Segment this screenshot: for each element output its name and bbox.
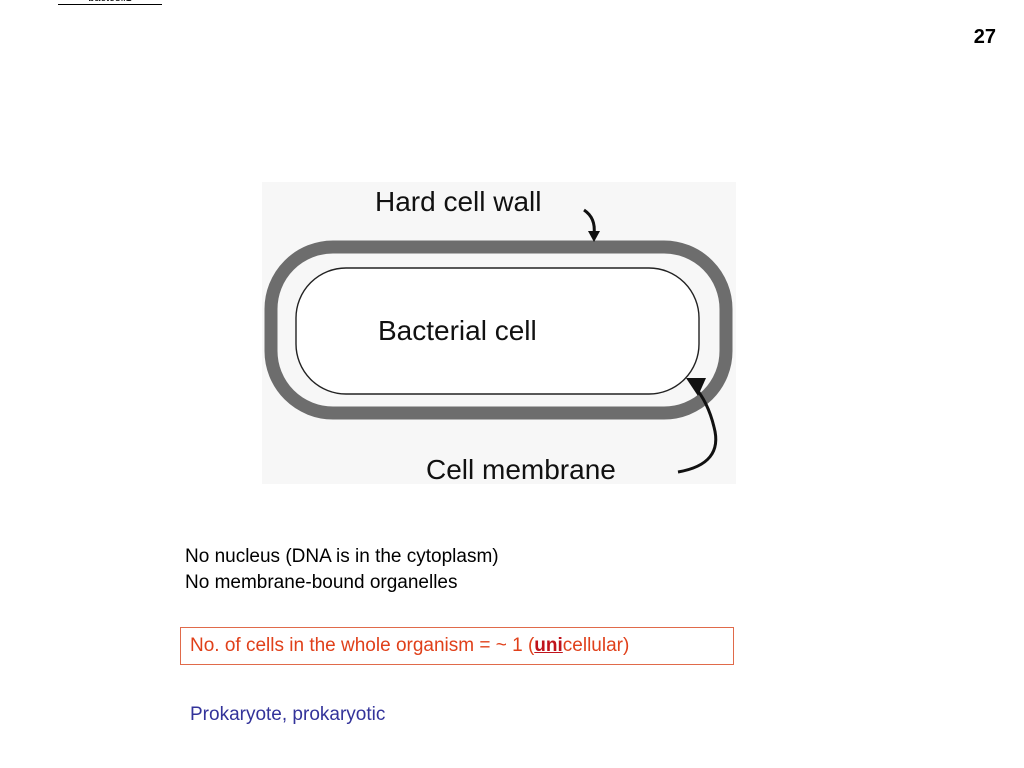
- wall-label: Hard cell wall: [375, 186, 542, 217]
- membrane-arrowhead: [686, 378, 706, 396]
- wall-arrow: [583, 208, 596, 235]
- cell-label: Bacterial cell: [378, 315, 537, 346]
- callout-prefix: No. of cells in the whole organism = ~ 1…: [190, 635, 535, 656]
- cell-count-callout: No. of cells in the whole organism = ~ 1…: [180, 627, 734, 665]
- header-tab: bactcell1: [58, 0, 162, 5]
- diagram-svg: Hard cell wall Bacterial cell Cell membr…: [264, 186, 733, 484]
- membrane-arrow: [677, 385, 718, 474]
- membrane-label: Cell membrane: [426, 454, 616, 484]
- feature-item: No membrane-bound organelles: [185, 572, 458, 593]
- bacterial-cell-diagram: Hard cell wall Bacterial cell Cell membr…: [262, 182, 736, 484]
- wall-arrowhead: [588, 231, 600, 242]
- page-number: 27: [973, 26, 996, 48]
- callout-suffix: cellular): [562, 635, 630, 656]
- callout-emphasis: uni: [534, 635, 563, 656]
- cell-wall-shape: [264, 240, 733, 420]
- header-tab-label: bactcell1: [88, 0, 131, 4]
- feature-item: No nucleus (DNA is in the cytoplasm): [185, 546, 499, 567]
- feature-list: No nucleus (DNA is in the cytoplasm) No …: [185, 544, 499, 596]
- classification-term: Prokaryote, prokaryotic: [190, 704, 386, 725]
- cell-membrane-shape: [295, 267, 700, 395]
